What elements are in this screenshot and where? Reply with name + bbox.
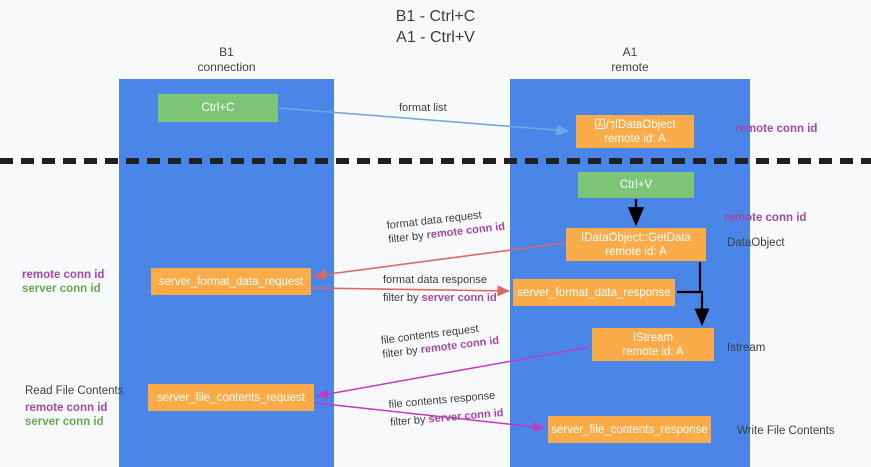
annotation-remote-conn-id-mid: remote conn id — [724, 211, 806, 225]
lane-header-b1: B1 connection — [119, 45, 334, 75]
edge-label-format-data-response-filter-key: server conn id — [421, 292, 497, 304]
edge-label-file-contents-response: file contents response filter by server … — [388, 388, 504, 430]
annotation-istream: Istream — [727, 341, 765, 355]
edge-label-format-data-response-filter-prefix: filter by — [383, 292, 422, 304]
node-server-file-contents-request[interactable]: server_file_contents_request — [148, 384, 314, 411]
edge-label-format-data-request-filter-prefix: filter by — [387, 229, 428, 246]
node-server-file-contents-request-label: server_file_contents_request — [157, 391, 305, 404]
title-line-1: B1 - Ctrl+C — [395, 8, 476, 25]
annotation-dataobject-text: DataObject — [727, 237, 785, 249]
edge-label-file-contents-response-filter-prefix: filter by — [389, 413, 430, 429]
lane-header-b1-sub: connection — [197, 60, 256, 74]
edge-label-format-data-request: format data request filter by remote con… — [386, 206, 506, 247]
annotation-left-server-conn-id: server conn id — [22, 283, 101, 295]
edge-label-file-contents-response-filter-key: server conn id — [428, 407, 504, 426]
node-server-file-contents-response[interactable]: server_file_contents_response — [548, 416, 711, 443]
node-idataobject[interactable]: 囚/⁊IDataObject remote id: A — [576, 115, 694, 148]
annotation-remote-conn-id-mid-text: remote conn id — [724, 212, 807, 224]
annotation-read-remote-conn-id: remote conn id — [25, 402, 108, 414]
lane-header-a1-name: A1 — [622, 45, 638, 59]
node-idataobject-title: 囚/⁊IDataObject — [594, 118, 676, 131]
edge-label-format-data-response: format data response filter by server co… — [383, 273, 497, 305]
annotation-read-file-contents: Read File Contents — [25, 384, 123, 398]
annotation-read-file-contents-text: Read File Contents — [25, 385, 124, 397]
node-server-format-data-request[interactable]: server_format_data_request — [151, 268, 311, 295]
node-istream-title: IStream — [632, 331, 674, 344]
annotation-write-file-contents: Write File Contents — [737, 424, 835, 438]
lane-header-b1-name: B1 — [219, 45, 234, 59]
annotation-left-remote-conn-id: remote conn id — [22, 269, 105, 281]
node-server-file-contents-response-label: server_file_contents_response — [551, 423, 708, 436]
node-istream-remote-id: remote id: A — [622, 345, 684, 358]
lane-header-a1: A1 remote — [510, 45, 750, 75]
edge-label-format-list: format list — [399, 101, 447, 115]
node-server-format-data-response-label: server_format_data_response — [517, 286, 671, 299]
node-ctrl-c[interactable]: Ctrl+C — [158, 94, 278, 122]
edge-label-file-contents-request: file contents request filter by remote c… — [380, 320, 500, 362]
node-ctrl-c-label: Ctrl+C — [201, 102, 235, 114]
node-idataobject-remote-id: remote id: A — [604, 132, 666, 145]
annotation-read-server-conn-id: server conn id — [25, 416, 104, 428]
node-server-format-data-response[interactable]: server_format_data_response — [513, 279, 675, 306]
page-title: B1 - Ctrl+C A1 - Ctrl+V — [0, 6, 871, 48]
node-ctrl-v[interactable]: Ctrl+V — [578, 172, 694, 198]
node-getdata-remote-id: remote id: A — [605, 245, 667, 258]
lane-header-a1-sub: remote — [611, 60, 649, 74]
node-getdata-title: IDataObject::GetData — [581, 231, 691, 244]
annotation-conn-ids-bottom: remote conn id server conn id — [25, 401, 107, 429]
annotation-remote-conn-id-top: remote conn id — [735, 122, 817, 136]
node-server-format-data-request-label: server_format_data_request — [158, 275, 304, 288]
annotation-write-file-contents-text: Write File Contents — [737, 425, 835, 437]
title-line-2: A1 - Ctrl+V — [396, 29, 475, 46]
annotation-remote-conn-id-top-text: remote conn id — [735, 123, 818, 135]
edge-label-file-contents-request-filter-prefix: filter by — [381, 344, 422, 361]
annotation-dataobject: DataObject — [727, 236, 785, 250]
node-idataobject-getdata[interactable]: IDataObject::GetData remote id: A — [566, 228, 706, 261]
phase-separator — [0, 158, 871, 164]
node-ctrl-v-label: Ctrl+V — [619, 179, 653, 191]
annotation-conn-ids-middle: remote conn id server conn id — [22, 268, 104, 296]
edge-label-format-data-response-text: format data response — [383, 274, 487, 286]
edge-label-format-list-text: format list — [399, 102, 447, 114]
node-istream[interactable]: IStream remote id: A — [592, 328, 714, 361]
annotation-istream-text: Istream — [727, 342, 766, 354]
